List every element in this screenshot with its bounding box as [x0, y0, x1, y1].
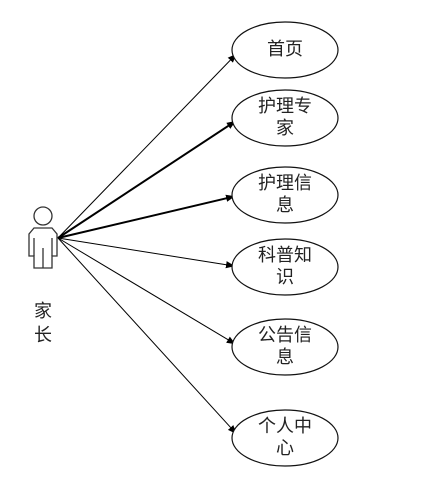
use-case-science[interactable]	[231, 238, 339, 296]
use-case-notice[interactable]	[231, 318, 339, 376]
use-case-label-care-info: 护理信息	[258, 173, 312, 216]
association-line-profile	[57, 237, 237, 435]
use-case-experts[interactable]	[231, 89, 339, 147]
stick-figure-actor-icon	[28, 206, 58, 269]
use-case-care-info[interactable]	[231, 166, 339, 224]
actor-label: 家长	[34, 301, 52, 346]
use-case-label-home: 首页	[267, 39, 303, 60]
association-line-home	[57, 53, 237, 239]
use-case-profile[interactable]	[231, 409, 339, 467]
use-case-label-notice: 公告信息	[258, 325, 312, 368]
use-case-label-experts: 护理专家	[258, 96, 312, 139]
use-case-label-science: 科普知识	[258, 245, 312, 288]
association-lines	[57, 53, 237, 435]
use-case-home[interactable]	[231, 21, 339, 79]
association-line-experts	[57, 120, 236, 239]
use-case-ellipses	[231, 21, 339, 467]
association-line-care-info	[57, 194, 236, 239]
association-line-science	[57, 237, 235, 269]
association-line-notice	[57, 237, 236, 345]
use-case-label-profile: 个人中心	[258, 416, 312, 459]
